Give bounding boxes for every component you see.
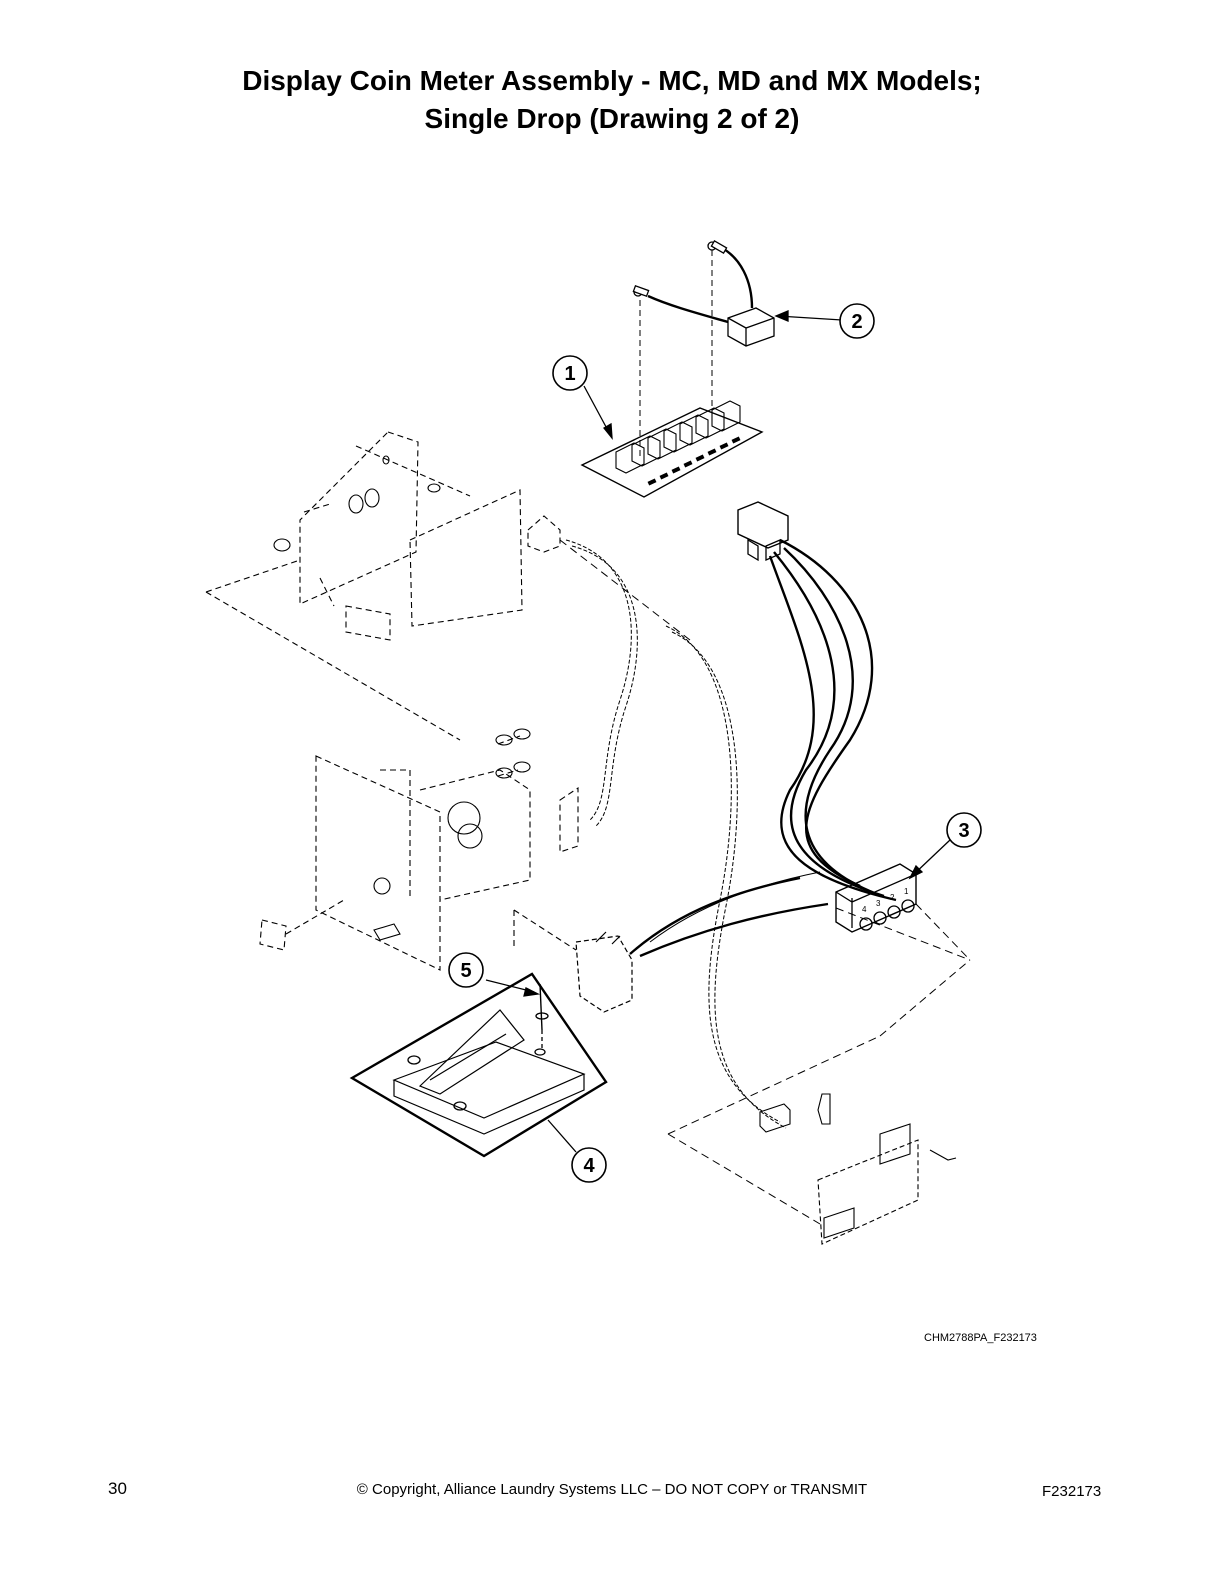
sensor-assembly (575, 871, 829, 1013)
title-line-2: Single Drop (Drawing 2 of 2) (424, 103, 800, 134)
coin-mechanism (373, 728, 531, 941)
title-line-1: Display Coin Meter Assembly - MC, MD and… (242, 65, 982, 96)
svg-text:1: 1 (564, 363, 575, 385)
document-id: F232173 (1042, 1483, 1102, 1500)
svg-text:2: 2 (890, 893, 895, 902)
svg-text:4: 4 (583, 1155, 595, 1177)
control-board-part (667, 959, 971, 1245)
svg-text:2: 2 (851, 311, 862, 333)
terminal-strip-part (580, 250, 764, 498)
callout-5: 5 (448, 952, 484, 988)
page-number: 30 (108, 1479, 127, 1498)
upper-bracket-holes (273, 455, 441, 552)
coin-meter-housing (259, 735, 579, 971)
coin-chute-part (349, 972, 608, 1158)
callout-4: 4 (571, 1147, 607, 1183)
wire-harness-part (737, 501, 971, 961)
svg-text:4: 4 (862, 905, 867, 914)
upper-bracket-part (205, 431, 561, 741)
page-title: Display Coin Meter Assembly - MC, MD and… (0, 62, 1224, 138)
suppressor-part (632, 240, 775, 347)
callout-leaders (485, 310, 951, 1153)
callout-3: 3 (946, 812, 982, 848)
connector-pin-labels: 4 3 2 1 (862, 887, 909, 914)
copyright-notice: © Copyright, Alliance Laundry Systems LL… (356, 1481, 868, 1498)
callout-1: 1 (552, 355, 588, 391)
svg-text:1: 1 (904, 887, 909, 896)
svg-text:5: 5 (460, 960, 471, 982)
callout-2: 2 (839, 303, 875, 339)
ribbon-cable (559, 539, 787, 1129)
svg-text:3: 3 (958, 820, 969, 842)
svg-text:3: 3 (876, 899, 881, 908)
drawing-id: CHM2788PA_F232173 (924, 1332, 1037, 1344)
